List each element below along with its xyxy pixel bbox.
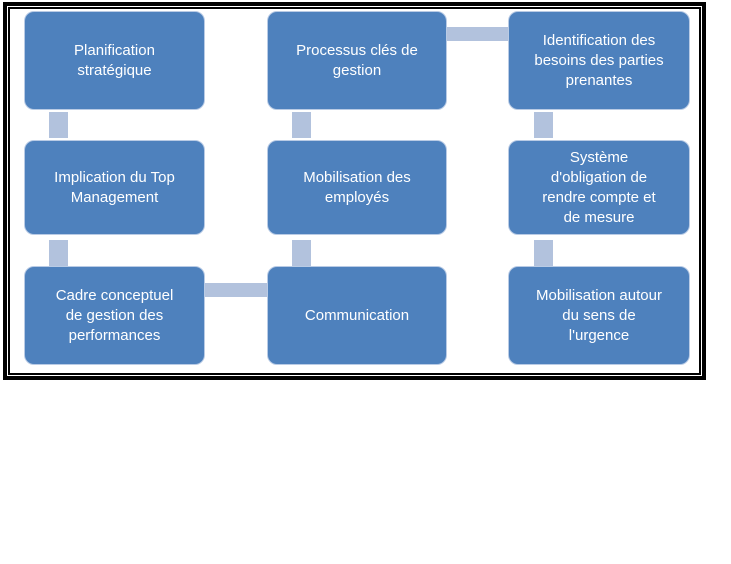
flow-box-mobilisation-des-employes: Mobilisation des employés (267, 140, 447, 235)
box-label-processus-cles-de-gestion: Processus clés de gestion (296, 41, 418, 79)
box-label-mobilisation-des-employes: Mobilisation des employés (303, 168, 411, 206)
connector-implication-cadre (49, 240, 68, 266)
flow-box-planification-strategique: Planification stratégique (24, 11, 205, 110)
box-label-mobilisation-sens-urgence: Mobilisation autour du sens de l'urgence (536, 286, 662, 344)
diagram-frame-inner (8, 7, 701, 375)
connector-identification-systeme (534, 112, 553, 138)
flow-box-implication-top-management: Implication du Top Management (24, 140, 205, 235)
flow-box-processus-cles-de-gestion: Processus clés de gestion (267, 11, 447, 110)
box-label-implication-top-management: Implication du Top Management (54, 168, 175, 206)
connector-mobilisation-employes-communication (292, 240, 311, 266)
flow-box-systeme-obligation-rendre-compte: Système d'obligation de rendre compte et… (508, 140, 690, 235)
box-label-planification-strategique: Planification stratégique (74, 41, 155, 79)
connector-cadre-communication (205, 283, 267, 297)
box-label-systeme-obligation-rendre-compte: Système d'obligation de rendre compte et… (542, 148, 656, 226)
connector-planification-implication (49, 112, 68, 138)
flow-box-mobilisation-sens-urgence: Mobilisation autour du sens de l'urgence (508, 266, 690, 365)
box-label-identification-besoins-parties-prenantes: Identification des besoins des parties p… (534, 31, 664, 89)
connector-processus-mobilisation-employes (292, 112, 311, 138)
flow-box-identification-besoins-parties-prenantes: Identification des besoins des parties p… (508, 11, 690, 110)
flow-box-cadre-conceptuel-gestion-performances: Cadre conceptuel de gestion des performa… (24, 266, 205, 365)
connector-systeme-mobilisation-urgence (534, 240, 553, 266)
flow-box-communication: Communication (267, 266, 447, 365)
box-label-cadre-conceptuel-gestion-performances: Cadre conceptuel de gestion des performa… (55, 286, 174, 344)
diagram-frame (3, 2, 706, 380)
box-label-communication: Communication (304, 306, 410, 324)
connector-processus-identification (446, 27, 508, 41)
